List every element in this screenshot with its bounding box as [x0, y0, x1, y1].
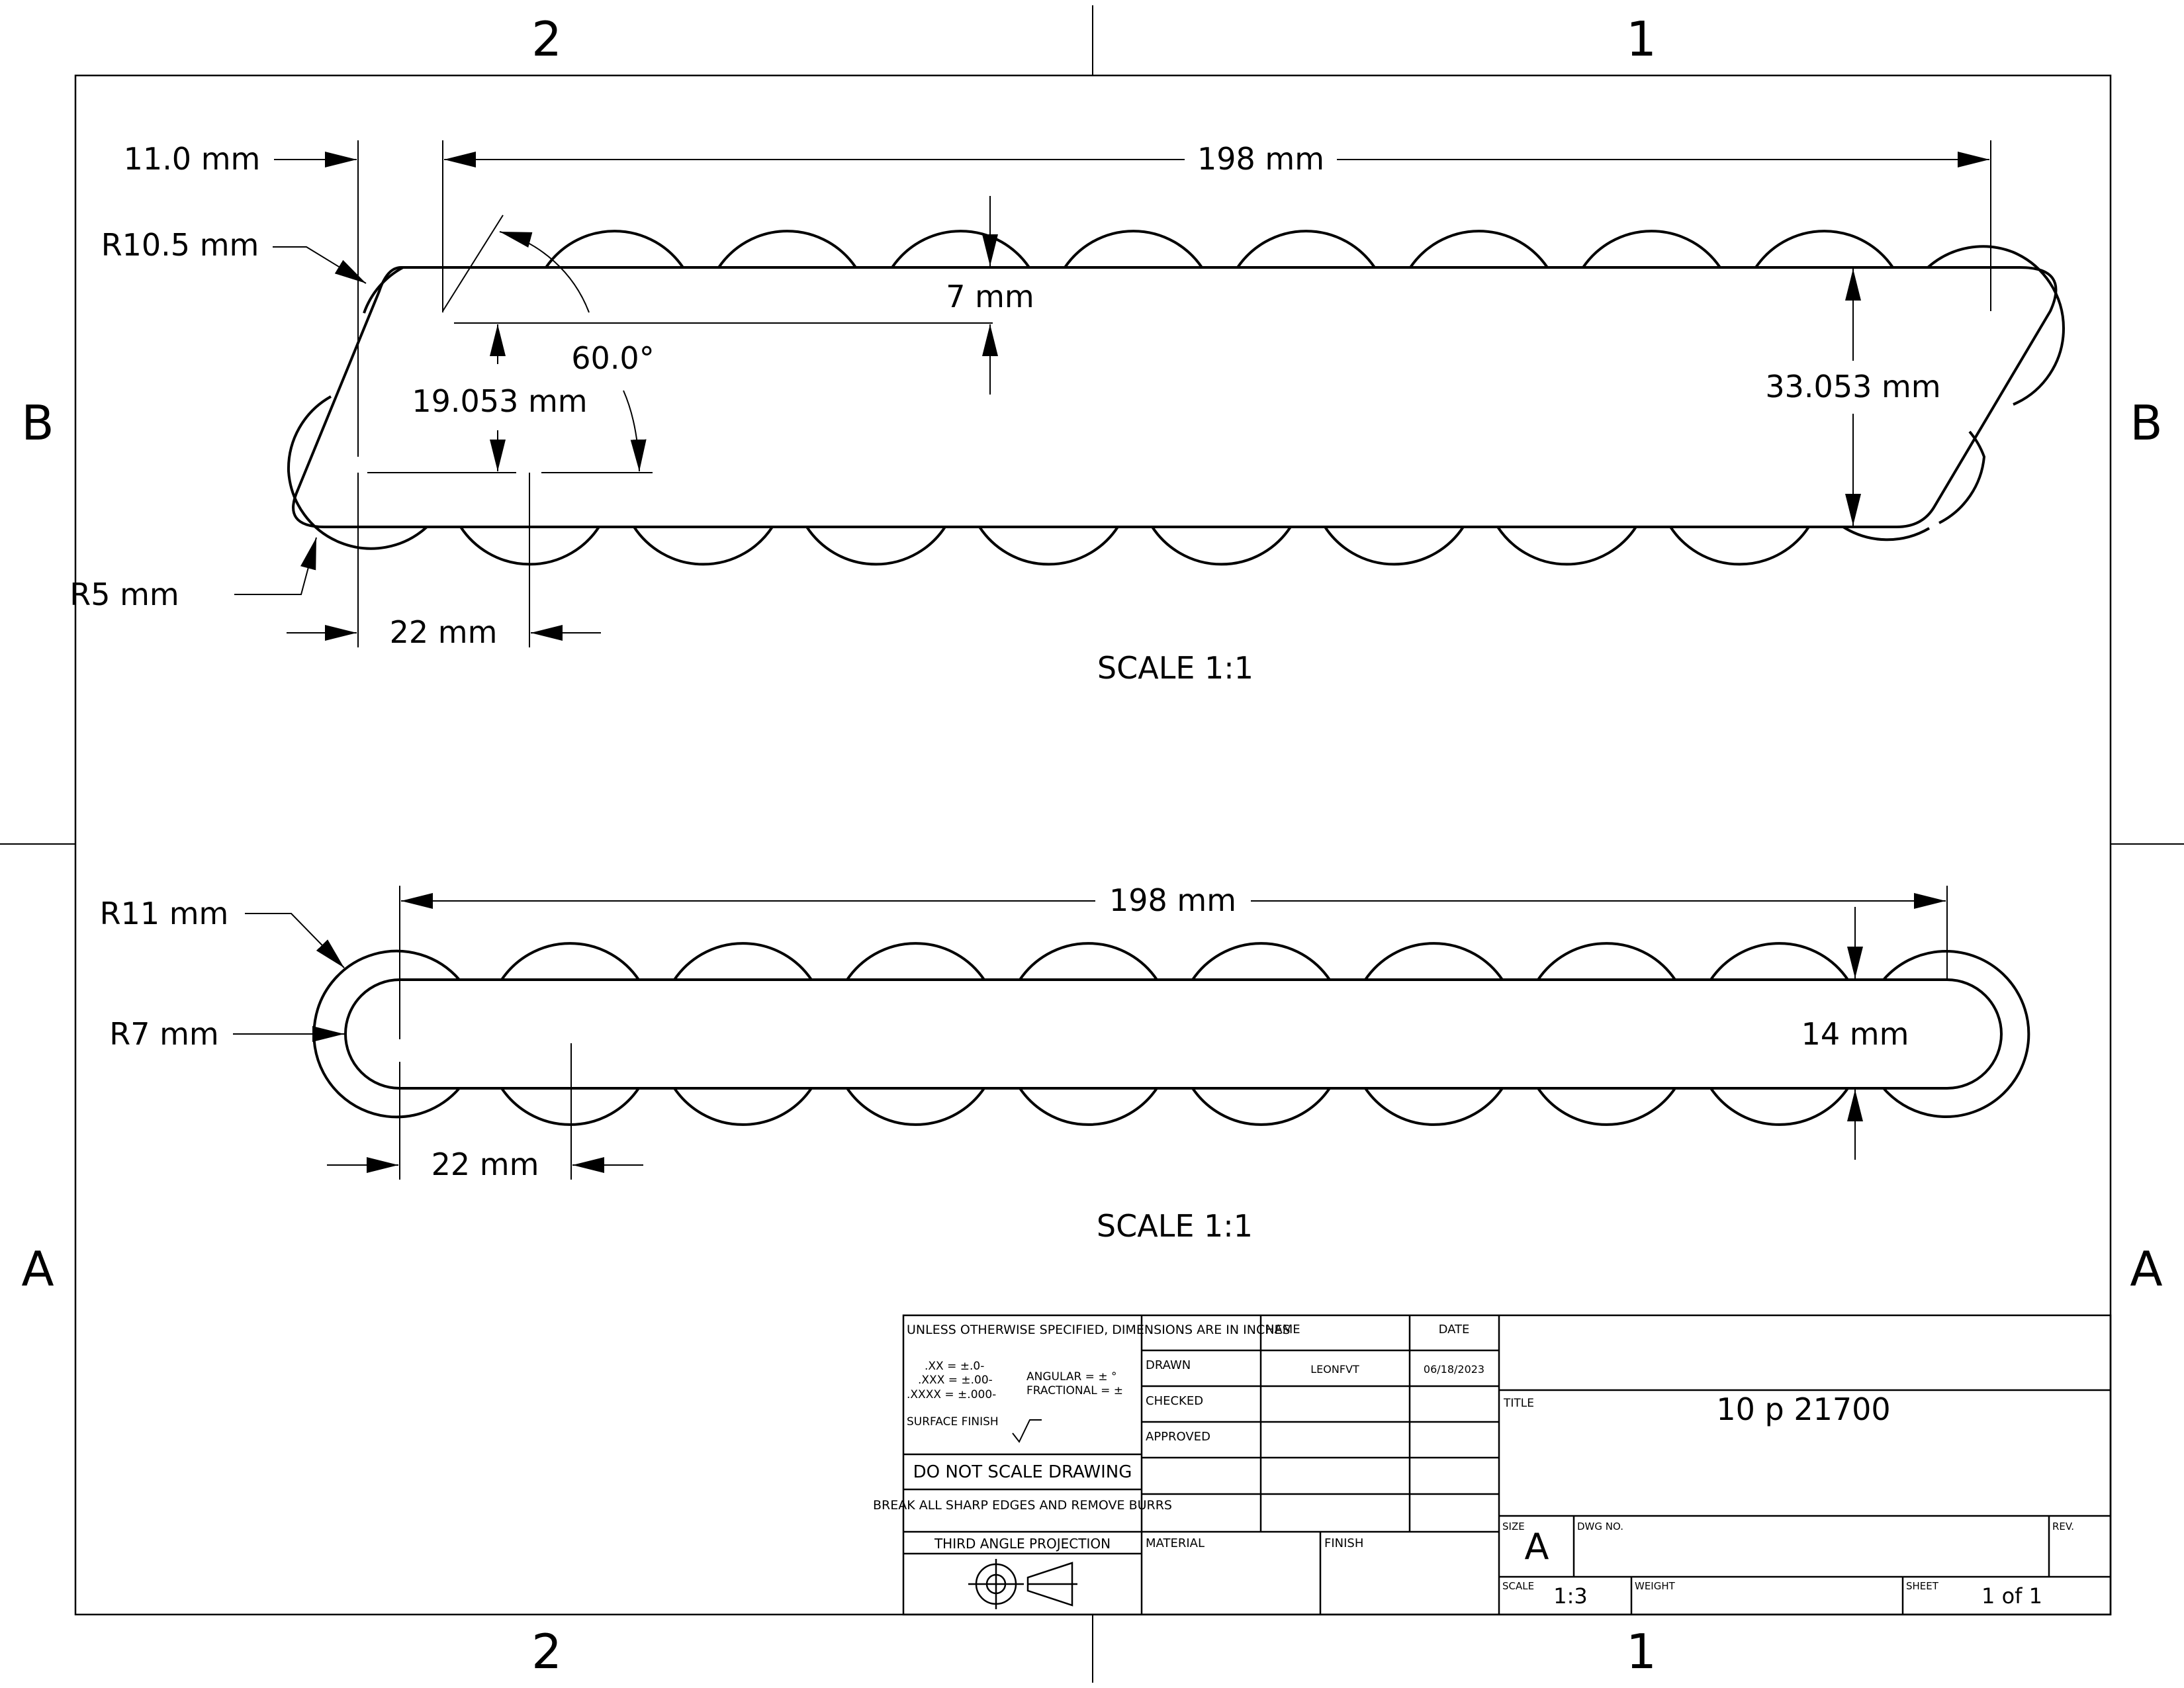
zone-top-2: 2 — [531, 11, 562, 67]
view2-dim-pitch: 22 mm — [327, 1147, 643, 1182]
row-drawn-label: DRAWN — [1146, 1358, 1191, 1372]
drawn-date-value: 06/18/2023 — [1424, 1363, 1484, 1376]
title-block-grid — [902, 1314, 2112, 1616]
view2-dim-inner-radius-text: R7 mm — [109, 1016, 218, 1052]
view1-dim-height-text: 33.053 mm — [1765, 369, 1940, 404]
view2-straight-holder: 198 mm R11 mm R7 mm 14 mm 22 mm SCALE 1:… — [100, 882, 2030, 1244]
zone-markers: 2 1 2 1 B A B A — [21, 11, 2162, 1679]
material-label: MATERIAL — [1146, 1536, 1205, 1550]
rev-label: REV. — [2052, 1521, 2074, 1532]
weight-label: WEIGHT — [1635, 1580, 1676, 1592]
view1-dim-angle-text: 60.0° — [571, 340, 654, 376]
view1-dim-pitch-text: 22 mm — [390, 614, 498, 650]
view1-dim-length-text: 198 mm — [1197, 141, 1324, 177]
zone-right-a: A — [2130, 1241, 2162, 1297]
view1-dim-inner-radius: R5 mm — [69, 537, 317, 612]
zone-bottom-2: 2 — [531, 1624, 562, 1679]
view2-dim-height: 14 mm — [1801, 907, 1909, 1160]
view1-dim-outer-radius: R10.5 mm — [101, 227, 367, 284]
view2-bottom-cell-arcs — [500, 1087, 1849, 1126]
view2-scale-label: SCALE 1:1 — [1097, 1208, 1253, 1244]
scale-value: 1:3 — [1553, 1583, 1588, 1609]
view2-top-cell-arcs — [312, 942, 2030, 1119]
row-checked-label: CHECKED — [1146, 1394, 1203, 1408]
tol-xxx: .XXX = ±.00- — [918, 1374, 993, 1387]
view1-dim-offset-height-text: 19.053 mm — [412, 383, 587, 419]
zone-left-a: A — [21, 1241, 54, 1297]
tolerance-header: UNLESS OTHERWISE SPECIFIED, DIMENSIONS A… — [907, 1323, 1291, 1337]
sheet-label: SHEET — [1906, 1580, 1939, 1592]
view2-dim-outer-radius-text: R11 mm — [100, 896, 229, 931]
dwg-no-label: DWG NO. — [1577, 1521, 1623, 1532]
view1-dim-length: 198 mm — [444, 141, 1989, 177]
view2-dim-length: 198 mm — [401, 882, 1946, 918]
do-not-scale-note: DO NOT SCALE DRAWING — [913, 1462, 1132, 1482]
size-value: A — [1525, 1526, 1549, 1568]
view1-dim-offset-height: 19.053 mm — [412, 324, 647, 472]
view1-dim-height: 33.053 mm — [1765, 269, 1941, 526]
surface-finish-icon — [1012, 1419, 1042, 1443]
view2-dim-height-text: 14 mm — [1801, 1016, 1909, 1052]
view1-dim-offset: 11.0 mm — [124, 141, 357, 177]
tolerance-header-line: UNLESS OTHERWISE SPECIFIED, DIMENSIONS A… — [907, 1323, 1291, 1337]
sheet-frame — [0, 5, 2184, 1683]
view2-dim-length-text: 198 mm — [1109, 882, 1236, 918]
zone-left-b: B — [21, 395, 54, 451]
title-label: TITLE — [1503, 1397, 1534, 1410]
third-angle-projection-icon — [968, 1559, 1077, 1609]
view1-dim-pitch: 22 mm — [287, 614, 601, 650]
tol-fractional: FRACTIONAL = ± — [1026, 1384, 1123, 1397]
view2-dim-inner-radius: R7 mm — [109, 1016, 344, 1052]
col-date-header: DATE — [1439, 1323, 1470, 1336]
view1-extension-lines — [357, 140, 1991, 647]
tol-xx: .XX = ±.0- — [925, 1360, 984, 1373]
view2-geometry — [312, 942, 2030, 1126]
surface-finish-label: SURFACE FINISH — [907, 1415, 999, 1429]
view1-angled-holder: 11.0 mm 198 mm R10.5 mm 7 mm 60.0° 19.0 — [69, 140, 2066, 686]
projection-label: THIRD ANGLE PROJECTION — [934, 1536, 1111, 1552]
view2-dim-pitch-text: 22 mm — [432, 1147, 539, 1182]
view1-dim-outer-radius-text: R10.5 mm — [101, 227, 259, 263]
view1-dim-gap-text: 7 mm — [946, 279, 1034, 314]
drawing-title: 10 p 21700 — [1716, 1391, 1890, 1427]
zone-right-b: B — [2130, 395, 2162, 451]
size-label: SIZE — [1502, 1521, 1525, 1532]
drawn-name-value: LEONFVT — [1310, 1363, 1359, 1376]
break-edges-note: BREAK ALL SHARP EDGES AND REMOVE BURRS — [873, 1498, 1172, 1513]
view1-top-cell-arcs — [363, 230, 2066, 406]
zone-top-1: 1 — [1626, 11, 1657, 67]
view1-dim-inner-radius-text: R5 mm — [69, 577, 179, 612]
scale-label: SCALE — [1502, 1580, 1534, 1592]
row-approved-label: APPROVED — [1146, 1430, 1210, 1444]
tolerance-block: UNLESS OTHERWISE SPECIFIED, DIMENSIONS A… — [907, 1323, 1291, 1443]
view1-bottom-cell-arcs — [287, 395, 1986, 566]
view1-dim-offset-text: 11.0 mm — [124, 141, 261, 177]
title-block: UNLESS OTHERWISE SPECIFIED, DIMENSIONS A… — [873, 1314, 2112, 1616]
view1-scale-label: SCALE 1:1 — [1097, 650, 1253, 686]
zone-bottom-1: 1 — [1626, 1624, 1657, 1679]
view2-dim-outer-radius: R11 mm — [100, 896, 345, 968]
view1-dim-gap: 7 mm — [946, 196, 1034, 395]
sheet-value: 1 of 1 — [1981, 1583, 2042, 1609]
view1-dim-angle: 60.0° — [499, 231, 655, 376]
tol-xxxx: .XXXX = ±.000- — [907, 1388, 996, 1401]
tol-angular: ANGULAR = ± ° — [1026, 1370, 1116, 1383]
view1-geometry — [287, 230, 2066, 566]
col-name-header: NAME — [1265, 1323, 1300, 1336]
finish-label: FINISH — [1324, 1536, 1363, 1550]
view2-extension-lines — [399, 886, 1948, 1180]
